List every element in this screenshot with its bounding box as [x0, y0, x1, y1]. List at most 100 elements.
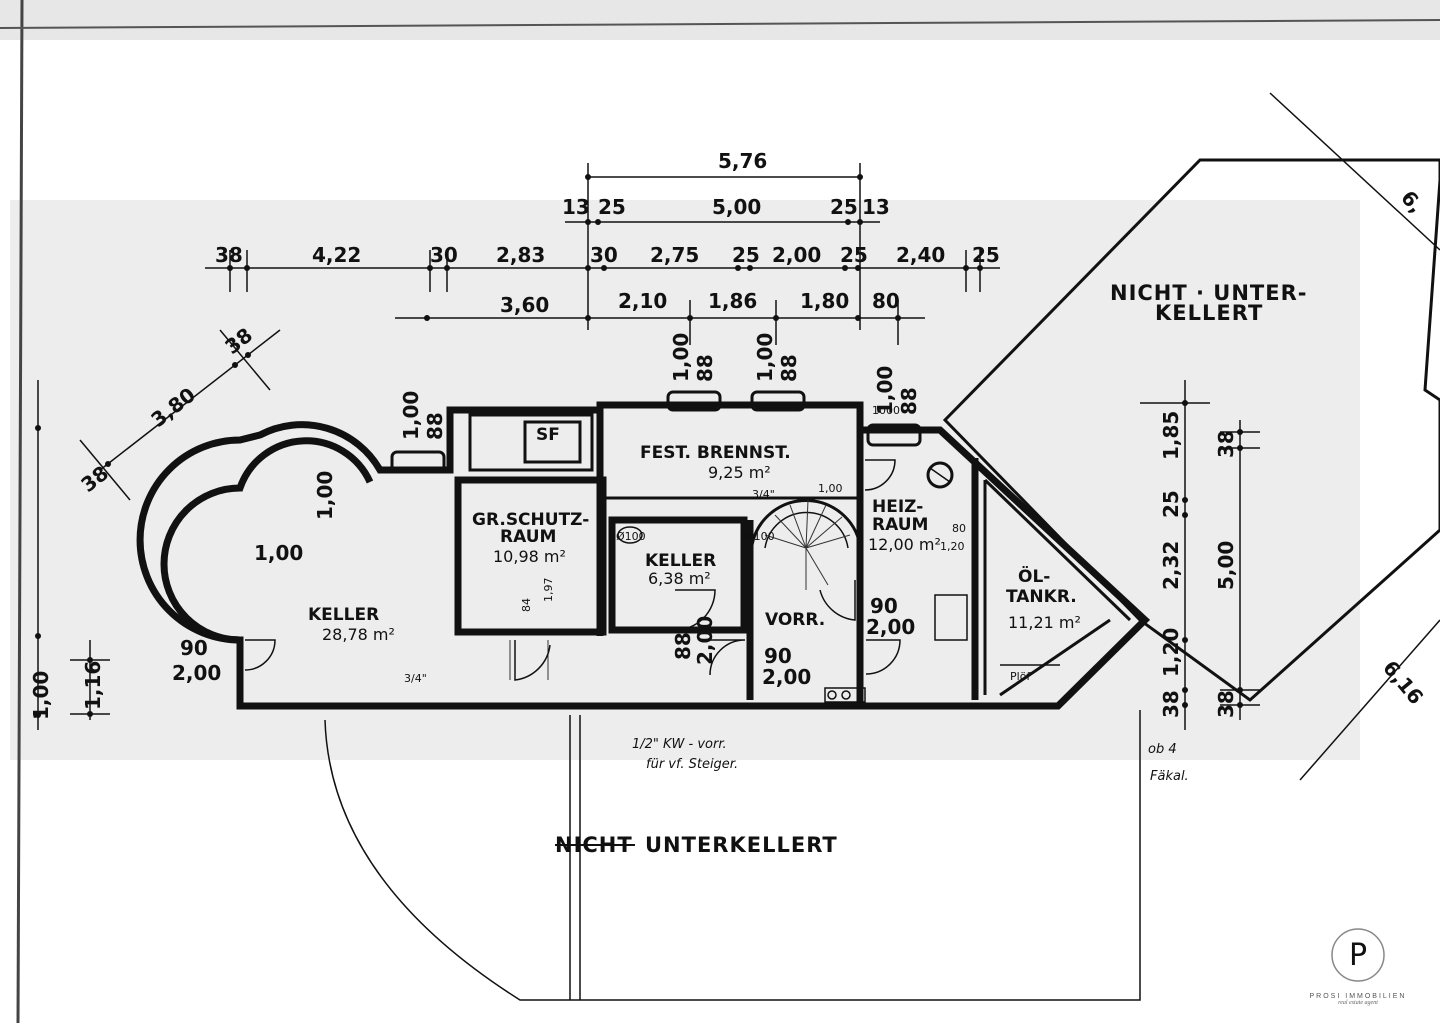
dim-r4-4: 1,80: [800, 289, 849, 313]
room-oeltank-area: 11,21 m²: [1008, 613, 1081, 632]
door-dim-5: 88: [671, 632, 695, 660]
win-dim-3: 1,00: [753, 333, 777, 382]
dim-right-8: 38: [1214, 690, 1238, 718]
bottom-unterkellert-label: UNTERKELLERT: [645, 833, 838, 857]
win-dim-1: 1,00: [669, 333, 693, 382]
room-vorr-name: VORR.: [765, 610, 825, 630]
logo-monogram-icon: P: [1331, 928, 1385, 982]
door-dim-6: 2,00: [693, 616, 717, 665]
dim-right-4: 2,32: [1159, 541, 1183, 590]
walls: [136, 401, 1151, 710]
spiral-stair: [750, 499, 862, 590]
windows: [390, 390, 922, 474]
door-dim-14: 84: [520, 598, 533, 612]
door-dim-13: 1,97: [542, 578, 555, 603]
door-dim-1: 90: [180, 636, 208, 660]
dim-r4-2: 2,10: [618, 289, 667, 313]
room-heizraum-name-1: HEIZ-: [872, 497, 923, 517]
room-labels: KELLER 28,78 m² GR.SCHUTZ- RAUM 10,98 m²…: [308, 425, 1081, 644]
win-dim-4: 88: [777, 354, 801, 382]
note-kw-line-2: für vf. Steiger.: [646, 757, 738, 772]
room-keller-2-area: 6,38 m²: [648, 569, 711, 588]
room-brennst-name: FEST. BRENNST.: [640, 443, 791, 463]
pipe-label-5: 1000: [872, 404, 900, 417]
room-keller-1-area: 28,78 m²: [322, 625, 395, 644]
pipe-label-4: Ø100: [745, 530, 775, 543]
dim-r2-5: 13: [862, 195, 890, 219]
dim-r3-10: 2,40: [896, 243, 945, 267]
dim-r2-3: 5,00: [712, 195, 761, 219]
room-schutzraum-name-1: GR.SCHUTZ-: [472, 510, 589, 530]
logo-tagline: real estate agent: [1338, 1000, 1378, 1006]
logo-monogram: P: [1349, 938, 1367, 973]
door-dim-15: 1,00: [818, 482, 843, 495]
dim-r3-3: 30: [430, 243, 458, 267]
note-right-line-2: Fäkal.: [1150, 769, 1189, 784]
door-dim-10: 2,00: [866, 615, 915, 639]
room-schutzraum-name-2: RAUM: [500, 527, 556, 547]
pipe-label-2: 3/4": [752, 488, 775, 501]
door-dim-8: 2,00: [762, 665, 811, 689]
note-kw-line-1: 1/2" KW - vorr.: [632, 737, 727, 752]
door-dim-3: 1,00: [313, 471, 337, 520]
room-keller-1-name: KELLER: [308, 605, 379, 625]
dim-r3-8: 2,00: [772, 243, 821, 267]
dim-r3-9: 25: [840, 243, 868, 267]
dim-right-3: 25: [1159, 490, 1183, 518]
dim-r3-2: 4,22: [312, 243, 361, 267]
dim-r2-1: 13: [562, 195, 590, 219]
dim-right-7: 38: [1159, 690, 1183, 718]
dimension-lines: [35, 92, 1440, 781]
doors: [244, 459, 901, 681]
dim-r4-1: 3,60: [500, 293, 549, 317]
scan-shade: [10, 200, 1360, 760]
room-keller-2-name: KELLER: [645, 551, 716, 571]
dim-left-2: 1,00: [29, 671, 53, 720]
scan-edge-top: [0, 19, 1440, 29]
room-oeltank-name-2: TANKR.: [1006, 587, 1077, 607]
dim-r3-1: 38: [215, 243, 243, 267]
dim-r4-3: 1,86: [708, 289, 757, 313]
pipe-label-3: Ø100: [616, 530, 646, 543]
dim-right-2: 38: [1214, 430, 1238, 458]
room-heizraum-area: 12,00 m²: [868, 535, 941, 554]
dim-r3-5: 30: [590, 243, 618, 267]
nicht-unterkellert-label-1: NICHT · UNTER-: [1110, 281, 1307, 305]
room-schutzraum-area: 10,98 m²: [493, 547, 566, 566]
door-dim-2: 2,00: [172, 661, 221, 685]
dim-left-1: 1,16: [81, 661, 105, 710]
equipment-symbols: [617, 461, 1060, 703]
win-dim-7: 1,00: [399, 391, 423, 440]
nicht-unterkellert-label-2: KELLERT: [1155, 301, 1263, 325]
dim-right-1: 1,85: [1159, 411, 1183, 460]
scan-edge-left: [16, 0, 24, 1023]
adjacent-outlines: [324, 158, 1440, 1001]
pipe-label-1: 3/4": [404, 672, 427, 685]
notes: NICHT · UNTER- KELLERT NICHT UNTERKELLER…: [404, 281, 1307, 857]
logo-brand: PROSI IMMOBILIEN: [1309, 993, 1407, 1000]
scan-shade-top: [0, 0, 1440, 40]
dim-r3-6: 2,75: [650, 243, 699, 267]
sf-label: SF: [536, 425, 560, 445]
dim-r3-7: 25: [732, 243, 760, 267]
pipe-label-6: Plöf: [1010, 670, 1031, 683]
room-brennst-area: 9,25 m²: [708, 463, 771, 482]
door-dim-9: 90: [870, 594, 898, 618]
room-oeltank-name-1: ÖL-: [1018, 565, 1050, 587]
win-dim-6: 88: [897, 387, 921, 415]
dim-top-total: 5,76: [718, 149, 767, 173]
note-right-line-1: ob 4: [1148, 742, 1177, 757]
win-dim-2: 88: [693, 354, 717, 382]
dim-r2-2: 25: [598, 195, 626, 219]
opening-dimensions: 1,00 88 1,00 88 1,00 88 1,00 88 90 2,00 …: [172, 333, 966, 689]
win-dim-5: 1,00: [873, 366, 897, 415]
company-logo: P PROSI IMMOBILIEN real estate agent: [1300, 925, 1416, 1017]
door-dim-11: 80: [952, 522, 966, 535]
door-dim-7: 90: [764, 644, 792, 668]
door-dim-4: 1,00: [254, 541, 303, 565]
room-heizraum-name-2: RAUM: [872, 515, 928, 535]
door-dim-12: 1,20: [940, 540, 965, 553]
dim-r3-4: 2,83: [496, 243, 545, 267]
dim-r4-5: 80: [872, 289, 900, 313]
